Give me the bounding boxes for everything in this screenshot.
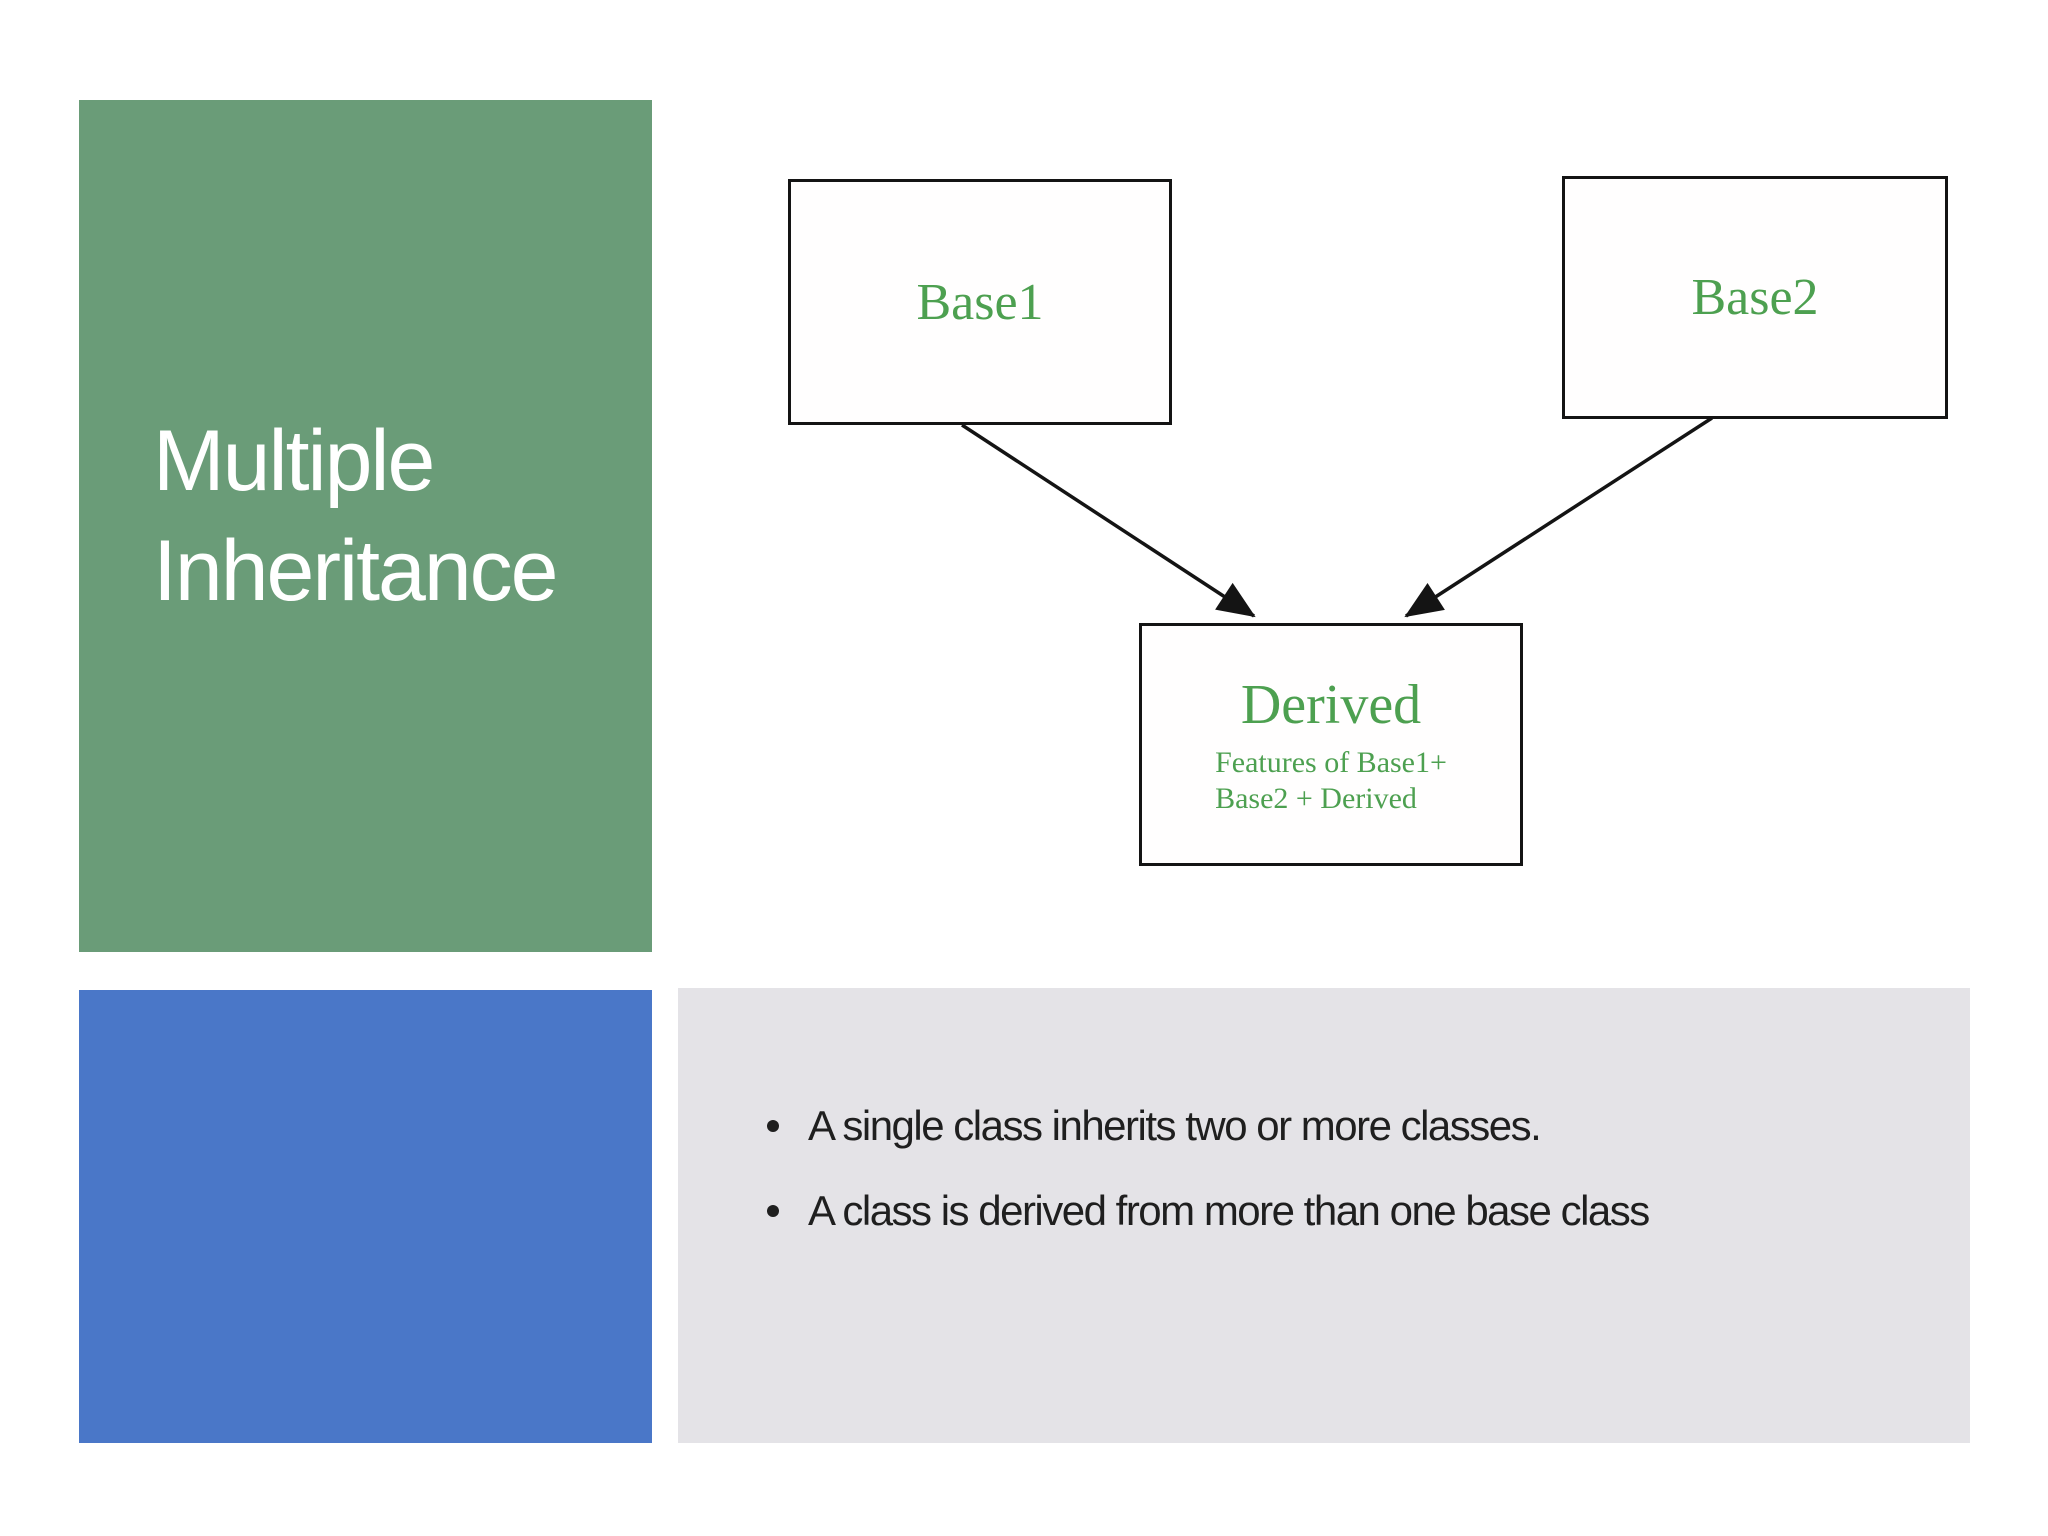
bullet-item: A class is derived from more than one ba…: [767, 1185, 1930, 1238]
arrow-base2-to-derived: [1404, 416, 1713, 618]
derived-label: Derived: [1240, 673, 1422, 736]
bullet-text: A single class inherits two or more clas…: [808, 1102, 1542, 1149]
arrow-base1-to-derived: [961, 423, 1256, 618]
slide-title: Multiple Inheritance: [153, 412, 559, 619]
base1-box: Base1: [788, 179, 1172, 425]
derived-sub-line2: Base2 + Derived: [1215, 781, 1417, 815]
base2-box: Base2: [1562, 176, 1948, 419]
derived-box: Derived Features of Base1+ Base2 + Deriv…: [1139, 623, 1523, 866]
content-panel: A single class inherits two or more clas…: [678, 988, 1970, 1443]
bullet-dot-icon: [767, 1120, 779, 1132]
base1-label: Base1: [916, 273, 1044, 331]
title-panel: Multiple Inheritance: [79, 100, 652, 952]
base2-label: Base2: [1691, 269, 1819, 326]
accent-panel: [79, 990, 652, 1443]
derived-sub-label: Features of Base1+ Base2 + Derived: [1215, 745, 1447, 817]
bullet-text: A class is derived from more than one ba…: [808, 1186, 1650, 1234]
bullet-dot-icon: [767, 1204, 779, 1217]
derived-sub-line1: Features of Base1+: [1215, 745, 1447, 779]
bullet-item: A single class inherits two or more clas…: [767, 1100, 1930, 1153]
